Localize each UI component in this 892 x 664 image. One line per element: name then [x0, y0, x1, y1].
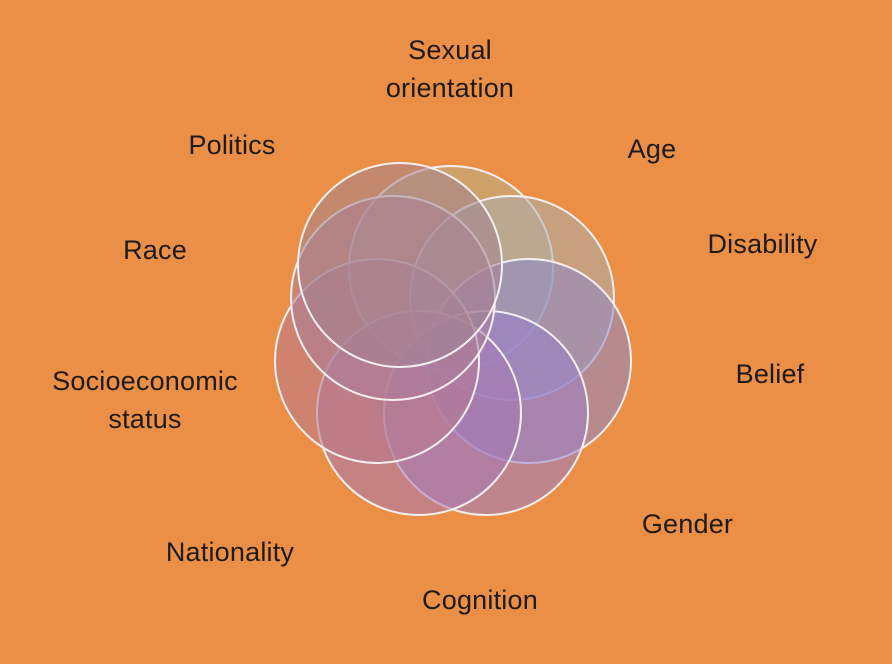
label-socioeconomic-status-line-2: status: [108, 404, 182, 434]
label-belief: Belief: [735, 359, 805, 389]
label-socioeconomic-status-line-1: Socioeconomic: [52, 366, 238, 396]
label-cognition: Cognition: [422, 585, 538, 615]
label-sexual-orientation: Sexual orientation: [340, 31, 560, 107]
label-sexual-orientation-line-2: orientation: [385, 73, 515, 103]
label-race: Race: [123, 235, 187, 265]
label-socioeconomic-status: Socioeconomic status: [20, 362, 270, 438]
label-sexual-orientation-line-1: Sexual: [408, 35, 492, 65]
venn-circle-socioeconomic-status: [297, 162, 503, 368]
label-nationality: Nationality: [165, 537, 295, 567]
label-age: Age: [627, 134, 677, 164]
venn-circles: [274, 162, 632, 516]
label-gender: Gender: [641, 509, 734, 539]
label-disability: Disability: [707, 229, 818, 259]
label-politics: Politics: [188, 130, 276, 160]
